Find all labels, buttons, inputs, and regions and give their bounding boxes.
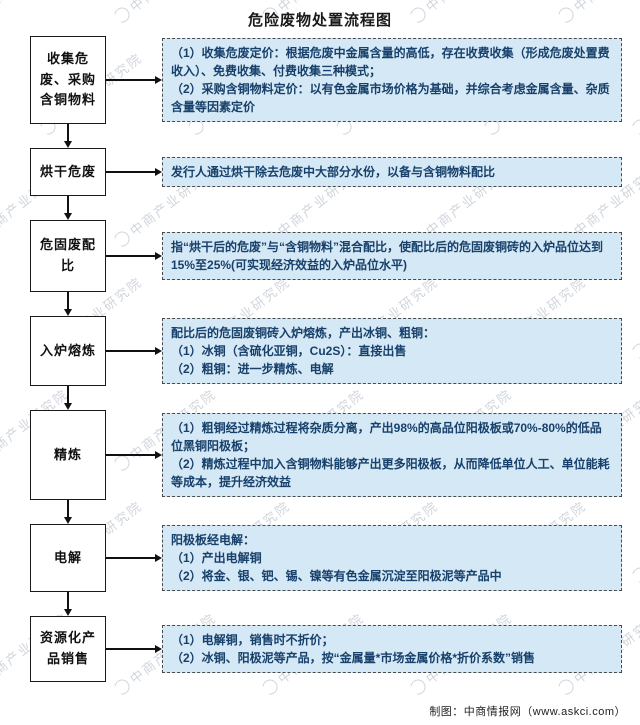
flow-step-label: 精炼 (53, 446, 82, 462)
flow-row: 精炼 （1）粗铜经过精炼过程将杂质分离，产出98%的高品位阳极板或70%-80%… (30, 410, 622, 500)
flow-step-box: 入炉熔炼 (30, 316, 106, 386)
flow-desc-box: 配比后的危固废铜砖入炉熔炼，产出冰铜、粗铜： （1）冰铜（含硫化亚铜，Cu2S）… (162, 318, 622, 384)
flow-desc-box: 指“烘干后的危废”与“含铜物料”混合配比，使配比后的危固废铜砖的入炉品位达到15… (162, 232, 622, 280)
flow-desc-box: 发行人通过烘干除去危废中大部分水份，以备与含铜物料配比 (162, 157, 622, 187)
flow-step-label: 烘干危废 (39, 163, 96, 179)
arrow-down-icon (63, 500, 73, 524)
arrow-right-icon (106, 410, 162, 500)
arrow-right-icon (106, 616, 162, 682)
arrow-right-icon (106, 148, 162, 196)
flow-row: 入炉熔炼 配比后的危固废铜砖入炉熔炼，产出冰铜、粗铜： （1）冰铜（含硫化亚铜，… (30, 316, 622, 386)
flow-step-label: 资源化产品销售 (39, 630, 96, 666)
flow-desc-text: 发行人通过烘干除去危废中大部分水份，以备与含铜物料配比 (171, 165, 496, 179)
flow-desc-text: （1）收集危废定价：根据危废中金属含量的高低，存在收费收集（形成危废处置费收入）… (171, 46, 610, 114)
flow-step-label: 危固废配比 (39, 237, 96, 273)
flow-desc-text: 阳极板经电解： （1）产出电解铜 （2）将金、银、钯、锡、镍等有色金属沉淀至阳极… (171, 533, 502, 583)
arrow-down-icon (63, 592, 73, 616)
credit-text: 制图：中商情报网（www.askci.com） (429, 706, 626, 718)
arrow-right-icon (106, 220, 162, 292)
flow-step-box: 烘干危废 (30, 148, 106, 196)
flow-step-box: 危固废配比 (30, 220, 106, 292)
flow-desc-box: （1）粗铜经过精炼过程将杂质分离，产出98%的高品位阳极板或70%-80%的低品… (162, 413, 622, 497)
flow-desc-box: （1）电解铜，销售时不折价； （2）冰铜、阳极泥等产品，按“金属量*市场金属价格… (162, 625, 622, 673)
flow-step-label: 收集危废、采购含铜物料 (39, 50, 96, 108)
arrow-right-icon (106, 316, 162, 386)
flow-step-box: 电解 (30, 524, 106, 592)
flow-row: 资源化产品销售 （1）电解铜，销售时不折价； （2）冰铜、阳极泥等产品，按“金属… (30, 616, 622, 682)
flow-step-box: 收集危废、采购含铜物料 (30, 36, 106, 124)
flow-step-box: 精炼 (30, 410, 106, 500)
flow-row: 收集危废、采购含铜物料 （1）收集危废定价：根据危废中金属含量的高低，存在收费收… (30, 36, 622, 124)
flow-desc-text: 指“烘干后的危废”与“含铜物料”混合配比，使配比后的危固废铜砖的入炉品位达到15… (171, 240, 604, 272)
arrow-down-icon (63, 124, 73, 148)
arrow-right-icon (106, 36, 162, 124)
flow-desc-text: 配比后的危固废铜砖入炉熔炼，产出冰铜、粗铜： （1）冰铜（含硫化亚铜，Cu2S）… (171, 326, 436, 376)
flow-step-box: 资源化产品销售 (30, 616, 106, 682)
flow-row: 烘干危废 发行人通过烘干除去危废中大部分水份，以备与含铜物料配比 (30, 148, 622, 196)
flow-desc-box: （1）收集危废定价：根据危废中金属含量的高低，存在收费收集（形成危废处置费收入）… (162, 38, 622, 122)
flow-desc-box: 阳极板经电解： （1）产出电解铜 （2）将金、银、钯、锡、镍等有色金属沉淀至阳极… (162, 525, 622, 591)
flow-desc-text: （1）电解铜，销售时不折价； （2）冰铜、阳极泥等产品，按“金属量*市场金属价格… (171, 633, 536, 665)
flow-desc-text: （1）粗铜经过精炼过程将杂质分离，产出98%的高品位阳极板或70%-80%的低品… (171, 421, 610, 489)
page-title: 危险废物处置流程图 (247, 12, 392, 29)
flow-row: 危固废配比 指“烘干后的危废”与“含铜物料”混合配比，使配比后的危固废铜砖的入炉… (30, 220, 622, 292)
arrow-right-icon (106, 524, 162, 592)
arrow-down-icon (63, 196, 73, 220)
flow-step-label: 入炉熔炼 (39, 342, 96, 358)
flow-row: 电解 阳极板经电解： （1）产出电解铜 （2）将金、银、钯、锡、镍等有色金属沉淀… (30, 524, 622, 592)
flow-diagram: 收集危废、采购含铜物料 （1）收集危废定价：根据危废中金属含量的高低，存在收费收… (0, 36, 640, 682)
arrow-down-icon (63, 386, 73, 410)
flow-step-label: 电解 (53, 549, 82, 565)
arrow-down-icon (63, 292, 73, 316)
